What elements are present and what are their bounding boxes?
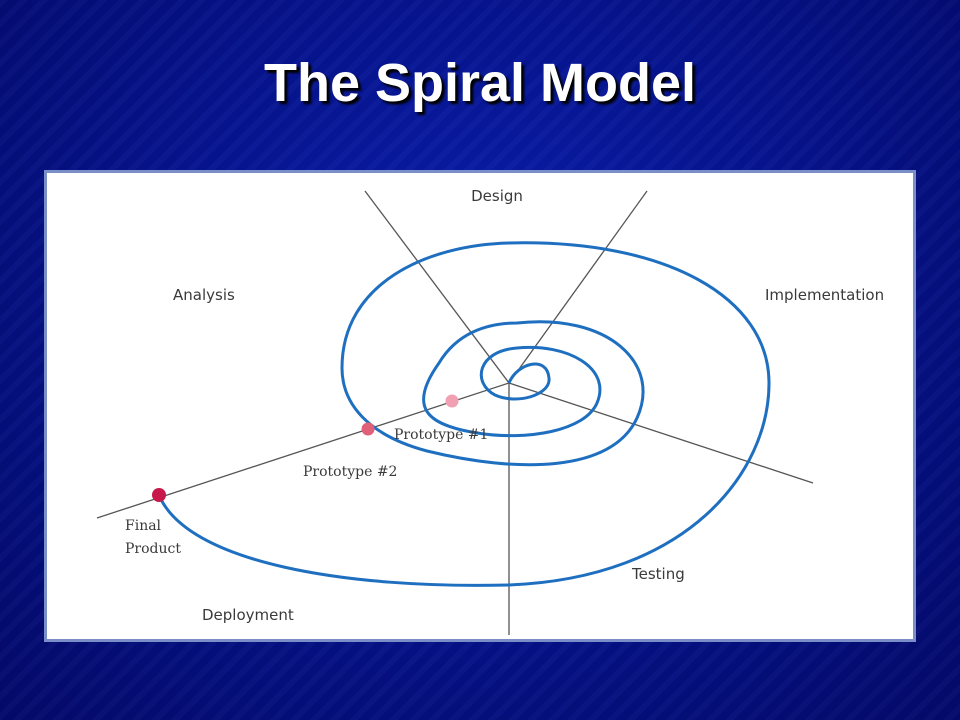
- deployment-label: Deployment: [202, 606, 294, 624]
- axis-design-right: [508, 190, 648, 384]
- design-label: Design: [471, 187, 523, 205]
- spiral-diagram-svg: Design Analysis Implementation Testing D…: [96, 187, 884, 635]
- final-product-label-line1: Final: [125, 518, 162, 534]
- prototype2-label: Prototype #2: [303, 464, 397, 480]
- prototype2-dot: [361, 422, 375, 436]
- axis-design-left: [364, 190, 510, 384]
- final-product-label-line2: Product: [125, 541, 181, 557]
- prototype1-dot: [445, 394, 459, 408]
- spiral-diagram: Design Analysis Implementation Testing D…: [44, 170, 916, 642]
- final-product-dot: [152, 488, 166, 502]
- slide-title: The Spiral Model: [263, 53, 697, 113]
- spiral-curve: [157, 241, 771, 587]
- analysis-label: Analysis: [173, 286, 235, 304]
- testing-label: Testing: [631, 565, 685, 583]
- axis-testing-right: [508, 382, 814, 484]
- prototype1-label: Prototype #1: [394, 427, 488, 443]
- implementation-label: Implementation: [765, 286, 884, 304]
